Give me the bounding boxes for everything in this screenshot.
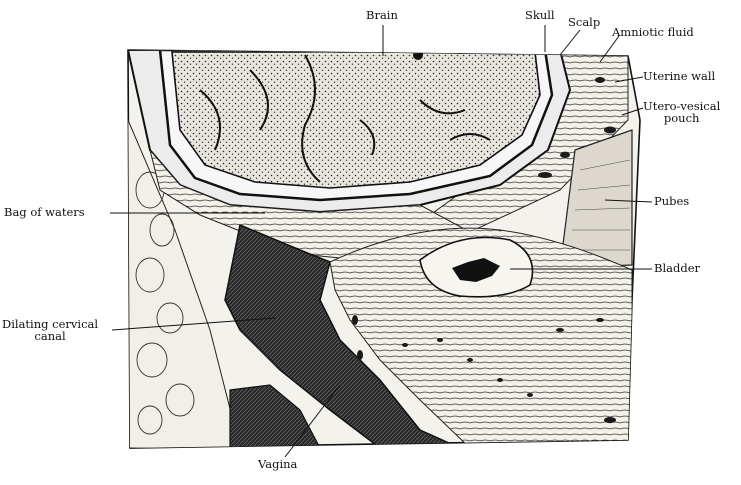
label-vagina: Vagina (258, 458, 297, 470)
label-skull: Skull (525, 9, 555, 21)
label-bag-of-waters: Bag of waters (4, 206, 85, 218)
label-uterine-wall: Uterine wall (643, 70, 715, 82)
label-pubes: Pubes (654, 195, 689, 207)
label-bladder: Bladder (654, 262, 700, 274)
label-dilating-cervical-canal: Dilating cervical canal (2, 318, 98, 342)
label-scalp: Scalp (568, 16, 600, 28)
label-amniotic-fluid: Amniotic fluid (612, 26, 694, 38)
label-utero-vesical-pouch: Utero-vesical pouch (643, 100, 720, 124)
label-brain: Brain (366, 9, 398, 21)
